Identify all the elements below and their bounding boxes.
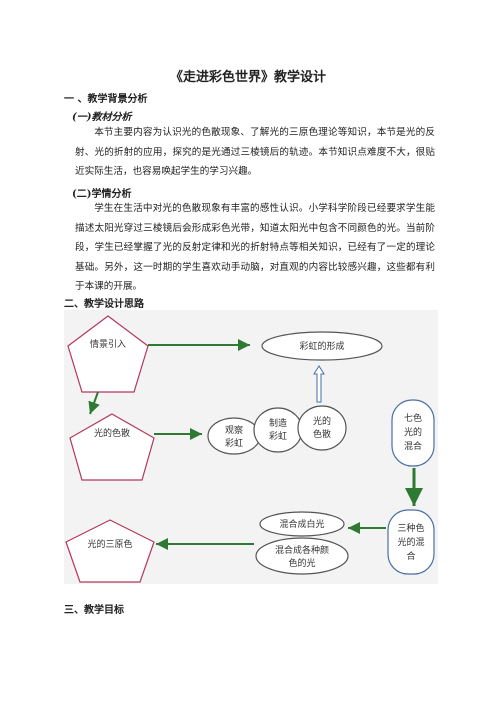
node-intro-label: 情景引入 — [90, 338, 126, 350]
node-primary-colors: 光的三原色 — [65, 519, 155, 583]
section-heading-design: 二、教学设计思路 — [64, 299, 144, 310]
node-white-light: 混合成白光 — [259, 511, 345, 537]
teaching-flow-diagram: 情景引入 彩虹的形成 光的色散 观察 彩虹 制造 彩虹 — [64, 310, 438, 584]
node-white-label: 混合成白光 — [279, 518, 324, 530]
arrow-intro-to-dispersion — [88, 391, 100, 415]
node-dispersion: 光的色散 — [69, 413, 155, 481]
document-title: 《走进彩色世界》教学设计 — [169, 70, 326, 85]
node-observe-label-2: 彩虹 — [225, 438, 243, 449]
node-various-colors: 混合成各种颜 色的光 — [255, 537, 349, 575]
node-three-label-2: 光的混 — [397, 536, 424, 548]
node-intro: 情景引入 — [67, 315, 149, 393]
node-light-dispersion: 光的 色散 — [297, 405, 347, 451]
node-observe-label-1: 观察 — [225, 424, 243, 436]
node-make-label-2: 彩虹 — [269, 431, 287, 442]
node-make-label-1: 制造 — [269, 417, 287, 429]
node-rainbow-label: 彩虹的形成 — [299, 340, 344, 352]
node-observe: 观察 彩虹 — [207, 417, 261, 455]
paragraph-materials: 本节主要内容为认识光的色散现象、了解光的三原色理论等知识，本节是光的反射、光的折… — [75, 127, 435, 177]
node-dispersion-label: 光的色散 — [94, 427, 130, 439]
node-rainbow: 彩虹的形成 — [261, 331, 383, 361]
node-three-label-1: 三种色 — [397, 522, 424, 534]
node-seven-label-2: 光的 — [404, 426, 422, 438]
node-seven-colors: 七色 光的 混合 — [391, 399, 435, 467]
section-heading-background: 一 、教学背景分析 — [64, 94, 148, 105]
section-heading-objectives: 三、教学目标 — [64, 605, 124, 616]
node-three-label-3: 合 — [406, 550, 415, 562]
node-three-colors: 三种色 光的混 合 — [387, 509, 435, 575]
subsection-heading-materials: (一)教材分析 — [72, 112, 132, 123]
subsection-heading-students: (二)学情分析 — [72, 189, 132, 200]
paragraph-students: 学生在生活中对光的色散现象有丰富的感性认识。小学科学阶段已经要求学生能描述太阳光… — [75, 203, 435, 292]
hollow-up-arrow — [313, 365, 325, 403]
node-various-label-1: 混合成各种颜 — [275, 544, 329, 556]
node-seven-label-1: 七色 — [404, 412, 422, 424]
node-seven-label-3: 混合 — [404, 440, 422, 452]
node-various-label-2: 色的光 — [288, 557, 315, 569]
node-make-rainbow: 制造 彩虹 — [253, 407, 303, 453]
node-light-disp-label-2: 色散 — [313, 428, 331, 440]
node-primary-label: 光的三原色 — [87, 538, 132, 550]
node-light-disp-label-1: 光的 — [313, 415, 331, 427]
